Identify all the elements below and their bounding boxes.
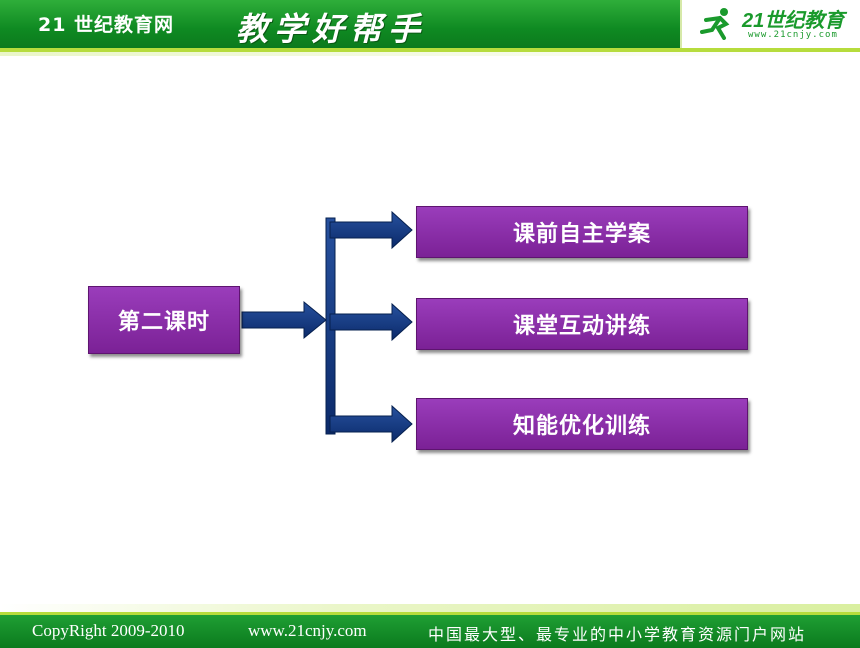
footer-url[interactable]: www.21cnjy.com — [248, 621, 367, 640]
main-arrow — [241, 300, 327, 340]
site-name: 21 世纪教育网 — [38, 14, 175, 36]
footer-stripe — [0, 604, 860, 612]
header-bar: 21 世纪教育网 教学好帮手 21世纪教育 www.21cnjy.com — [0, 0, 860, 52]
site-logo[interactable]: 21世纪教育 www.21cnjy.com — [680, 0, 860, 48]
runner-logo-icon — [700, 8, 730, 40]
branch-node-3[interactable]: 知能优化训练 — [416, 398, 748, 450]
logo-brand: 21世纪教育 — [742, 10, 845, 32]
branch-arrow-3 — [329, 404, 413, 444]
branch-arrow-1 — [329, 210, 413, 250]
logo-url: www.21cnjy.com — [748, 30, 838, 40]
footer-copyright: CopyRight 2009-2010 — [32, 621, 185, 640]
header-stripe — [0, 52, 860, 56]
footer-tagline: 中国最大型、最专业的中小学教育资源门户网站 — [428, 625, 807, 644]
branch-node-1[interactable]: 课前自主学案 — [416, 206, 748, 258]
root-node[interactable]: 第二课时 — [88, 286, 240, 354]
branch-node-2[interactable]: 课堂互动讲练 — [416, 298, 748, 350]
footer-bar: CopyRight 2009-2010 www.21cnjy.com 中国最大型… — [0, 612, 860, 648]
header-slogan: 教学好帮手 — [236, 10, 427, 48]
branch-arrow-2 — [329, 302, 413, 342]
